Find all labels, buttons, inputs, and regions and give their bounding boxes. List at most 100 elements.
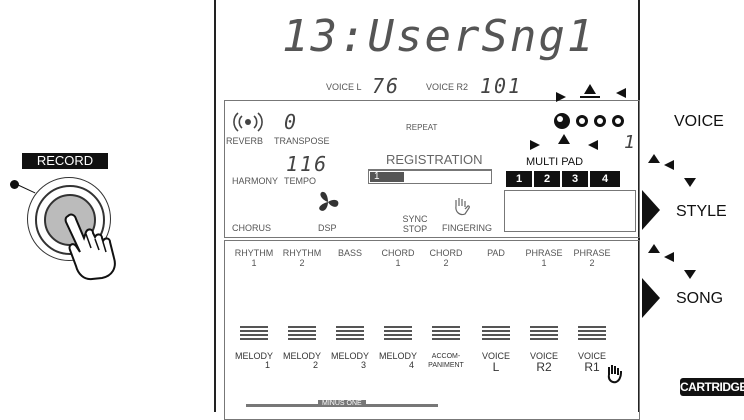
- multipad-arrow-right: [530, 140, 540, 150]
- song-track-name: MELODY: [374, 352, 422, 361]
- voice-indicator-2: [576, 115, 588, 127]
- style-track-number: 2: [278, 258, 326, 268]
- track-level-bars: [336, 326, 364, 340]
- song-label: SONG: [676, 290, 723, 308]
- voice-indicator-4: [612, 115, 624, 127]
- song-arrow-up: [648, 244, 660, 253]
- voice-indicator-1: [554, 113, 570, 129]
- multipad-bank-number: 1: [624, 132, 637, 153]
- record-button-group[interactable]: RECORD: [0, 150, 140, 290]
- song-track-name: MELODY: [326, 352, 374, 361]
- cartridge-label: CARTRIDGE: [680, 378, 744, 396]
- song-track-number: 1: [230, 361, 278, 370]
- style-track-name: CHORD: [422, 248, 470, 258]
- style-track-number: 1: [520, 258, 568, 268]
- style-label: STYLE: [676, 203, 727, 221]
- multi-pad-2[interactable]: 2: [534, 171, 560, 187]
- song-track-number: R2: [520, 361, 568, 373]
- minus-one-label: MINUS ONE: [318, 400, 366, 407]
- voice-label: VOICE: [674, 113, 724, 131]
- repeat-label: REPEAT: [406, 123, 437, 132]
- style-track-3[interactable]: BASS: [326, 248, 374, 258]
- style-arrow-up: [648, 154, 660, 163]
- style-track-6[interactable]: PAD: [472, 248, 520, 258]
- voice-arrow-right: [556, 92, 566, 102]
- reverb-icon: [230, 112, 266, 132]
- reverb-label: REVERB: [226, 136, 263, 146]
- song-arrow-left: [664, 252, 674, 262]
- style-button[interactable]: [642, 190, 660, 230]
- multi-pad-4[interactable]: 4: [590, 171, 620, 187]
- voice-arrow-up-line: [580, 96, 600, 98]
- voice-arrow-up: [584, 84, 596, 94]
- record-button-leader: [17, 184, 36, 193]
- voice-arrow-left: [616, 88, 626, 98]
- chorus-label: CHORUS: [232, 223, 271, 233]
- hand-pointer-icon: [62, 210, 122, 282]
- style-track-number: 2: [568, 258, 616, 268]
- song-button[interactable]: [642, 278, 660, 318]
- voice-indicator-3: [594, 115, 606, 127]
- song-track-number: PANIMENT: [422, 361, 470, 370]
- song-track-number: L: [472, 361, 520, 373]
- style-track-name: PHRASE: [520, 248, 568, 258]
- song-arrow-down: [684, 270, 696, 279]
- track-level-bars: [578, 326, 606, 340]
- style-track-name: RHYTHM: [278, 248, 326, 258]
- registration-label: REGISTRATION: [386, 152, 483, 167]
- multi-pad-1[interactable]: 1: [506, 171, 532, 187]
- track-level-bars: [288, 326, 316, 340]
- style-track-name: BASS: [326, 248, 374, 258]
- style-track-number: 2: [422, 258, 470, 268]
- sync-label: SYNC: [398, 214, 432, 224]
- voice-l-number: 76: [372, 74, 400, 98]
- style-track-number: 1: [374, 258, 422, 268]
- style-arrow-left: [664, 160, 674, 170]
- fingering-label: FINGERING: [442, 223, 492, 233]
- song-track-number: 2: [278, 361, 326, 370]
- song-name-display: 13:UserSng1: [282, 12, 595, 62]
- tempo-value: 116: [286, 152, 328, 176]
- dsp-label: DSP: [318, 223, 337, 233]
- registration-memory: 1: [370, 172, 404, 182]
- voice-r2-number: 101: [480, 74, 522, 98]
- sync-stop-label: SYNC STOP: [398, 214, 432, 234]
- track-level-bars: [530, 326, 558, 340]
- style-track-name: PAD: [472, 248, 520, 258]
- chord-display-box: [504, 190, 636, 232]
- style-arrow-down: [684, 178, 696, 187]
- song-track-name: MELODY: [230, 352, 278, 361]
- multi-pad-3[interactable]: 3: [562, 171, 588, 187]
- track-level-bars: [384, 326, 412, 340]
- voice-r1-hand-icon: [604, 364, 624, 384]
- song-track-5[interactable]: ACCOM-PANIMENT: [422, 352, 470, 370]
- voice-l-label: VOICE L: [326, 82, 362, 92]
- song-track-name: ACCOM-: [422, 352, 470, 361]
- style-track-name: RHYTHM: [230, 248, 278, 258]
- multi-pad-label: MULTI PAD: [526, 156, 583, 168]
- harmony-label: HARMONY: [232, 176, 278, 186]
- song-track-name: MELODY: [278, 352, 326, 361]
- song-track-number: 4: [374, 361, 422, 370]
- track-level-bars: [240, 326, 268, 340]
- lcd-panel: 13:UserSng1 VOICE L 76 VOICE R2 101 REVE…: [214, 0, 640, 412]
- fingering-hand-icon: [452, 196, 474, 218]
- multipad-arrow-left: [588, 140, 598, 150]
- stop-label: STOP: [398, 224, 432, 234]
- style-track-name: CHORD: [374, 248, 422, 258]
- tempo-label: TEMPO: [284, 176, 316, 186]
- track-level-bars: [432, 326, 460, 340]
- multipad-arrow-up: [558, 134, 570, 144]
